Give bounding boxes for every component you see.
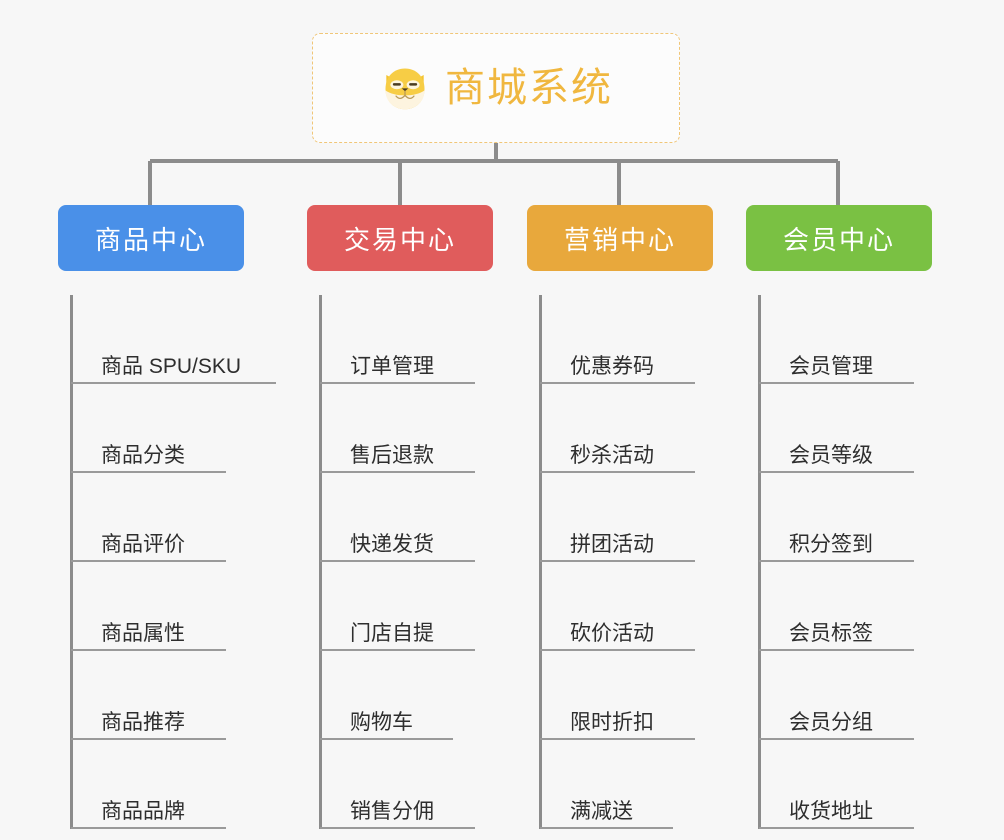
root-title: 商城系统 <box>445 66 613 110</box>
leaf-underline <box>759 382 914 384</box>
leaf-list-marketing-center: 优惠券码 秒杀活动 拼团活动 砍价活动 <box>527 295 713 829</box>
list-item[interactable]: 售后退款 <box>307 384 493 473</box>
category-box-member-center[interactable]: 会员中心 <box>746 205 932 271</box>
leaf-label: 商品评价 <box>101 532 185 556</box>
list-item[interactable]: 订单管理 <box>307 295 493 384</box>
column-spine <box>758 295 761 829</box>
leaf-label: 商品品牌 <box>101 799 185 823</box>
category-box-trade-center[interactable]: 交易中心 <box>307 205 493 271</box>
list-item[interactable]: 会员管理 <box>746 295 932 384</box>
list-item[interactable]: 快递发货 <box>307 473 493 562</box>
leaf-label: 砍价活动 <box>570 621 654 645</box>
column-marketing-center: 营销中心 优惠券码 秒杀活动 拼团活动 <box>527 205 713 829</box>
leaf-label: 快递发货 <box>350 532 434 556</box>
list-item[interactable]: 销售分佣 <box>307 740 493 829</box>
leaf-underline <box>540 649 695 651</box>
leaf-label: 会员等级 <box>789 443 873 467</box>
list-item[interactable]: 砍价活动 <box>527 562 713 651</box>
list-item[interactable]: 限时折扣 <box>527 651 713 740</box>
leaf-label: 优惠券码 <box>570 354 654 378</box>
leaf-underline <box>759 738 914 740</box>
leaf-underline <box>320 649 475 651</box>
leaf-underline <box>71 649 226 651</box>
leaf-label: 会员标签 <box>789 621 873 645</box>
leaf-underline <box>71 560 226 562</box>
list-item[interactable]: 商品品牌 <box>58 740 244 829</box>
shiba-dog-icon <box>379 62 431 114</box>
leaf-underline <box>759 471 914 473</box>
list-item[interactable]: 商品评价 <box>58 473 244 562</box>
leaf-underline <box>320 560 475 562</box>
leaf-label: 会员管理 <box>789 354 873 378</box>
leaf-label: 商品 SPU/SKU <box>101 354 242 378</box>
list-item[interactable]: 会员等级 <box>746 384 932 473</box>
leaf-underline <box>320 738 453 740</box>
leaf-label: 满减送 <box>570 799 633 823</box>
leaf-list-product-center: 商品 SPU/SKU 商品分类 商品评价 商品属性 <box>58 295 276 829</box>
leaf-label: 积分签到 <box>789 532 873 556</box>
leaf-label: 拼团活动 <box>570 532 654 556</box>
list-item[interactable]: 收货地址 <box>746 740 932 829</box>
column-trade-center: 交易中心 订单管理 售后退款 快递发货 <box>307 205 493 829</box>
list-item[interactable]: 商品分类 <box>58 384 244 473</box>
category-box-marketing-center[interactable]: 营销中心 <box>527 205 713 271</box>
leaf-label: 限时折扣 <box>570 710 654 734</box>
leaf-underline <box>71 738 226 740</box>
leaf-underline <box>320 382 475 384</box>
list-item[interactable]: 购物车 <box>307 651 493 740</box>
leaf-label: 秒杀活动 <box>570 443 654 467</box>
category-label: 商品中心 <box>94 224 207 255</box>
leaf-label: 商品属性 <box>101 621 185 645</box>
leaf-label: 商品推荐 <box>101 710 185 734</box>
leaf-underline <box>759 827 914 829</box>
leaf-label: 售后退款 <box>350 443 434 467</box>
leaf-underline <box>540 560 695 562</box>
list-item[interactable]: 商品属性 <box>58 562 244 651</box>
leaf-underline <box>320 827 475 829</box>
leaf-label: 门店自提 <box>350 621 434 645</box>
category-label: 交易中心 <box>343 224 456 255</box>
category-box-product-center[interactable]: 商品中心 <box>58 205 244 271</box>
leaf-underline <box>759 649 914 651</box>
column-member-center: 会员中心 会员管理 会员等级 积分签到 <box>746 205 932 829</box>
leaf-underline <box>540 738 695 740</box>
leaf-label: 订单管理 <box>350 354 434 378</box>
leaf-underline <box>540 382 695 384</box>
list-item[interactable]: 拼团活动 <box>527 473 713 562</box>
list-item[interactable]: 积分签到 <box>746 473 932 562</box>
leaf-underline <box>71 827 226 829</box>
leaf-underline <box>540 827 673 829</box>
list-item[interactable]: 会员分组 <box>746 651 932 740</box>
leaf-label: 收货地址 <box>789 799 873 823</box>
category-label: 会员中心 <box>782 224 895 255</box>
leaf-label: 购物车 <box>350 710 413 734</box>
column-spine <box>319 295 322 829</box>
leaf-label: 会员分组 <box>789 710 873 734</box>
leaf-underline <box>759 560 914 562</box>
list-item[interactable]: 秒杀活动 <box>527 384 713 473</box>
leaf-label: 销售分佣 <box>350 799 434 823</box>
column-spine <box>70 295 73 829</box>
list-item[interactable]: 门店自提 <box>307 562 493 651</box>
list-item[interactable]: 满减送 <box>527 740 713 829</box>
list-item[interactable]: 优惠券码 <box>527 295 713 384</box>
leaf-label: 商品分类 <box>101 443 185 467</box>
list-item[interactable]: 商品推荐 <box>58 651 244 740</box>
leaf-list-trade-center: 订单管理 售后退款 快递发货 门店自提 <box>307 295 493 829</box>
list-item[interactable]: 会员标签 <box>746 562 932 651</box>
column-spine <box>539 295 542 829</box>
list-item[interactable]: 商品 SPU/SKU <box>58 295 276 384</box>
leaf-underline <box>540 471 695 473</box>
category-label: 营销中心 <box>563 224 676 255</box>
root-node[interactable]: 商城系统 <box>312 33 680 143</box>
leaf-underline <box>71 382 276 384</box>
column-product-center: 商品中心 商品 SPU/SKU 商品分类 商品评价 <box>58 205 276 829</box>
leaf-underline <box>71 471 226 473</box>
leaf-underline <box>320 471 475 473</box>
leaf-list-member-center: 会员管理 会员等级 积分签到 会员标签 <box>746 295 932 829</box>
